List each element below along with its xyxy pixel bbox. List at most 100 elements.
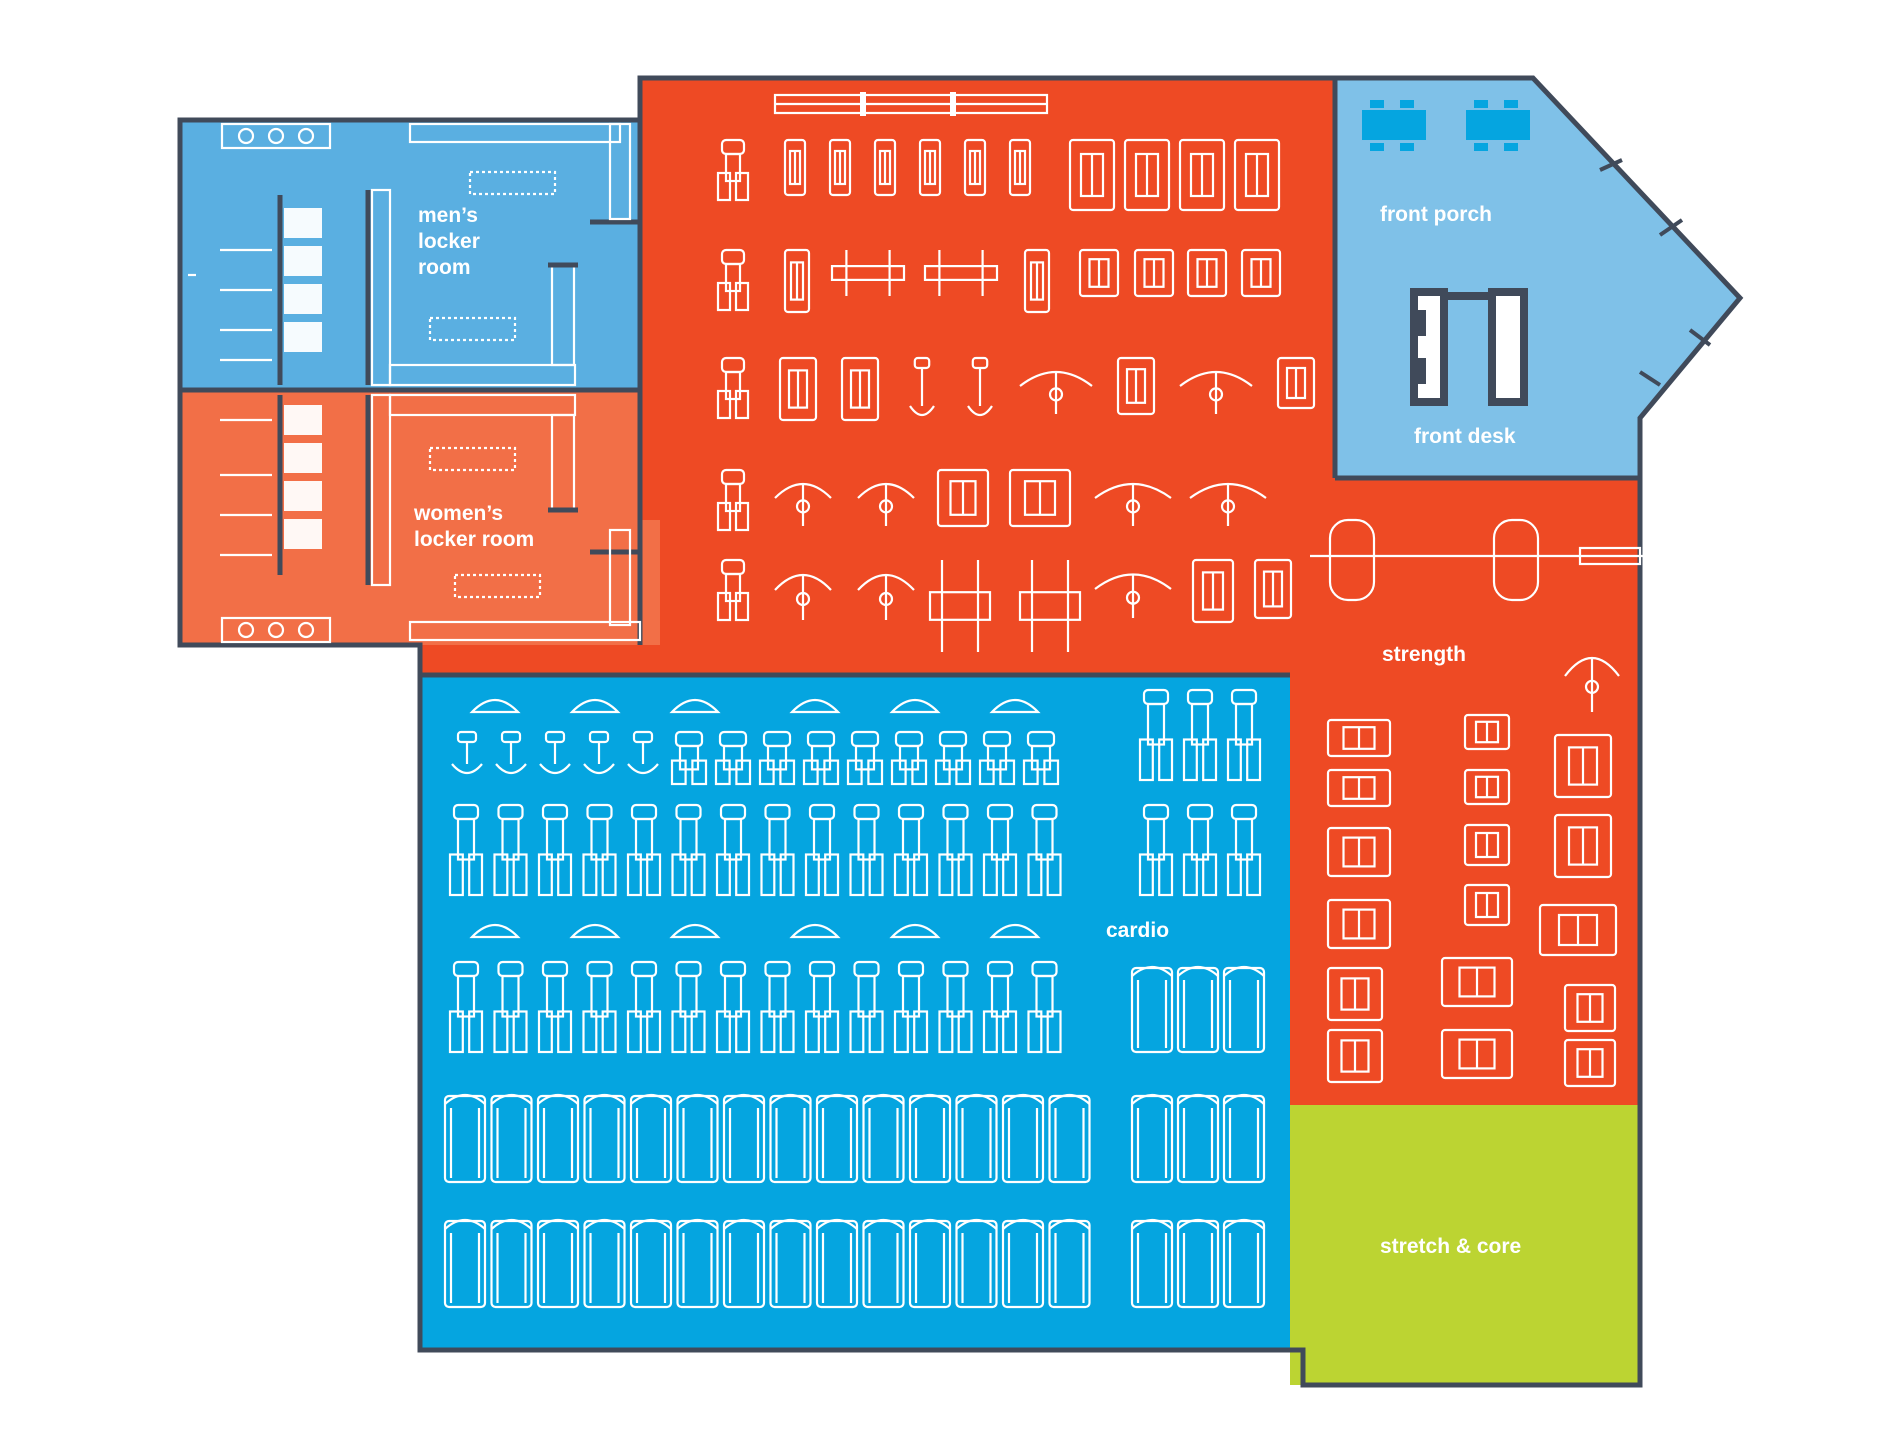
weight-machine-icon (1326, 898, 1392, 950)
elliptical-icon (670, 730, 708, 786)
womens-locker-label-2: locker room (414, 528, 534, 551)
elliptical-icon (802, 730, 840, 786)
rack-icon (830, 250, 906, 296)
treadmill-icon (1176, 1093, 1220, 1184)
elliptical-icon (716, 558, 750, 622)
mens-locker-fixtures (188, 122, 632, 387)
olympic-bar-station (1310, 518, 1650, 602)
elliptical-icon (938, 803, 973, 897)
treadmill-icon (769, 1218, 812, 1309)
weight-machine-icon (1326, 768, 1392, 808)
elliptical-icon (849, 960, 884, 1054)
cable-icon (774, 574, 832, 620)
cable-icon (1094, 573, 1172, 618)
treadmill-icon (1176, 1218, 1220, 1309)
stretch-core-label: stretch & core (1380, 1235, 1521, 1258)
mens-locker-room[interactable] (180, 120, 640, 390)
elliptical-icon (1182, 688, 1218, 782)
elliptical-icon (1182, 803, 1218, 897)
console-icon (789, 698, 841, 714)
treadmill-icon (1001, 1218, 1045, 1309)
treadmill-icon (1048, 1218, 1091, 1309)
mens-locker-label-1: men’s (418, 204, 478, 227)
console-icon (569, 698, 621, 714)
outer-wall (177, 75, 1744, 1388)
elliptical-icon (804, 960, 840, 1054)
weight-machine-icon (840, 356, 880, 422)
womens-locker-fixtures (220, 393, 642, 644)
cable-icon (857, 574, 915, 620)
console-icon (989, 923, 1041, 939)
weight-machine-icon (1123, 138, 1171, 212)
womens-locker-label-1: women’s (413, 502, 503, 525)
console-icon (669, 923, 721, 939)
treadmill-icon (908, 1218, 952, 1309)
treadmill-icon (908, 1093, 952, 1184)
elliptical-icon (537, 803, 573, 897)
console-icon (469, 923, 521, 939)
treadmill-icon (1130, 1218, 1174, 1309)
stationary-bike-icon (967, 356, 993, 417)
treadmill-icon (676, 1093, 719, 1184)
elliptical-icon (1027, 960, 1062, 1054)
treadmill-icon (629, 1218, 673, 1309)
womens-locker-room[interactable] (180, 390, 660, 645)
elliptical-icon (493, 960, 528, 1054)
elliptical-icon (758, 730, 796, 786)
front-desk (1410, 288, 1528, 406)
weight-machine-icon (783, 248, 811, 314)
weight-machine-icon (1233, 138, 1281, 212)
console-icon (469, 698, 521, 714)
treadmill-icon (1048, 1093, 1091, 1184)
strength-label: strength (1382, 643, 1466, 666)
treadmill-icon (815, 1218, 859, 1309)
weight-machine-icon (1326, 966, 1384, 1022)
weight-machine-icon (1326, 826, 1392, 878)
elliptical-icon (849, 803, 884, 897)
cardio-label: cardio (1106, 919, 1169, 942)
treadmill-icon (443, 1218, 487, 1309)
elliptical-icon (982, 960, 1018, 1054)
console-icon (789, 923, 841, 939)
weight-machine-icon (1116, 356, 1156, 416)
stationary-bike-icon (495, 730, 527, 775)
elliptical-icon (537, 960, 573, 1054)
treadmill-icon (1130, 1093, 1174, 1184)
weight-machine-icon (1553, 813, 1613, 879)
front-porch-tables (1362, 100, 1530, 151)
treadmill-icon (1222, 1093, 1266, 1184)
elliptical-icon (1226, 803, 1262, 897)
treadmill-icon (1176, 965, 1220, 1054)
weight-machine-icon (1326, 1028, 1384, 1084)
dumbbell-rack (773, 92, 1049, 116)
elliptical-icon (448, 803, 484, 897)
stretch-core-area[interactable] (1290, 1105, 1640, 1385)
strength-equipment (716, 138, 1650, 1088)
weight-machine-icon (1463, 768, 1511, 806)
weight-machine-icon (1253, 558, 1293, 620)
rack-icon (1018, 560, 1082, 652)
treadmill-icon (536, 1093, 580, 1184)
cable-icon (774, 483, 832, 526)
weight-machine-icon (1008, 468, 1072, 528)
stationary-bike-icon (539, 730, 571, 775)
treadmill-icon (815, 1093, 859, 1184)
treadmill-icon (722, 1218, 766, 1309)
cable-icon (857, 483, 915, 526)
elliptical-icon (890, 730, 928, 786)
elliptical-icon (582, 960, 617, 1054)
treadmill-icon (629, 1093, 673, 1184)
elliptical-icon (893, 960, 929, 1054)
table-icon (1466, 110, 1530, 140)
elliptical-icon (934, 730, 972, 786)
mens-locker-label-2: locker (418, 230, 480, 253)
console-icon (569, 923, 621, 939)
treadmill-icon (722, 1093, 766, 1184)
elliptical-icon (671, 803, 706, 897)
table-icon (1362, 110, 1426, 140)
weight-machine-icon (1463, 713, 1511, 751)
elliptical-icon (716, 356, 750, 420)
weight-machine-icon (1463, 883, 1511, 927)
weight-machine-icon (918, 138, 942, 197)
cardio-equipment (443, 688, 1266, 1309)
